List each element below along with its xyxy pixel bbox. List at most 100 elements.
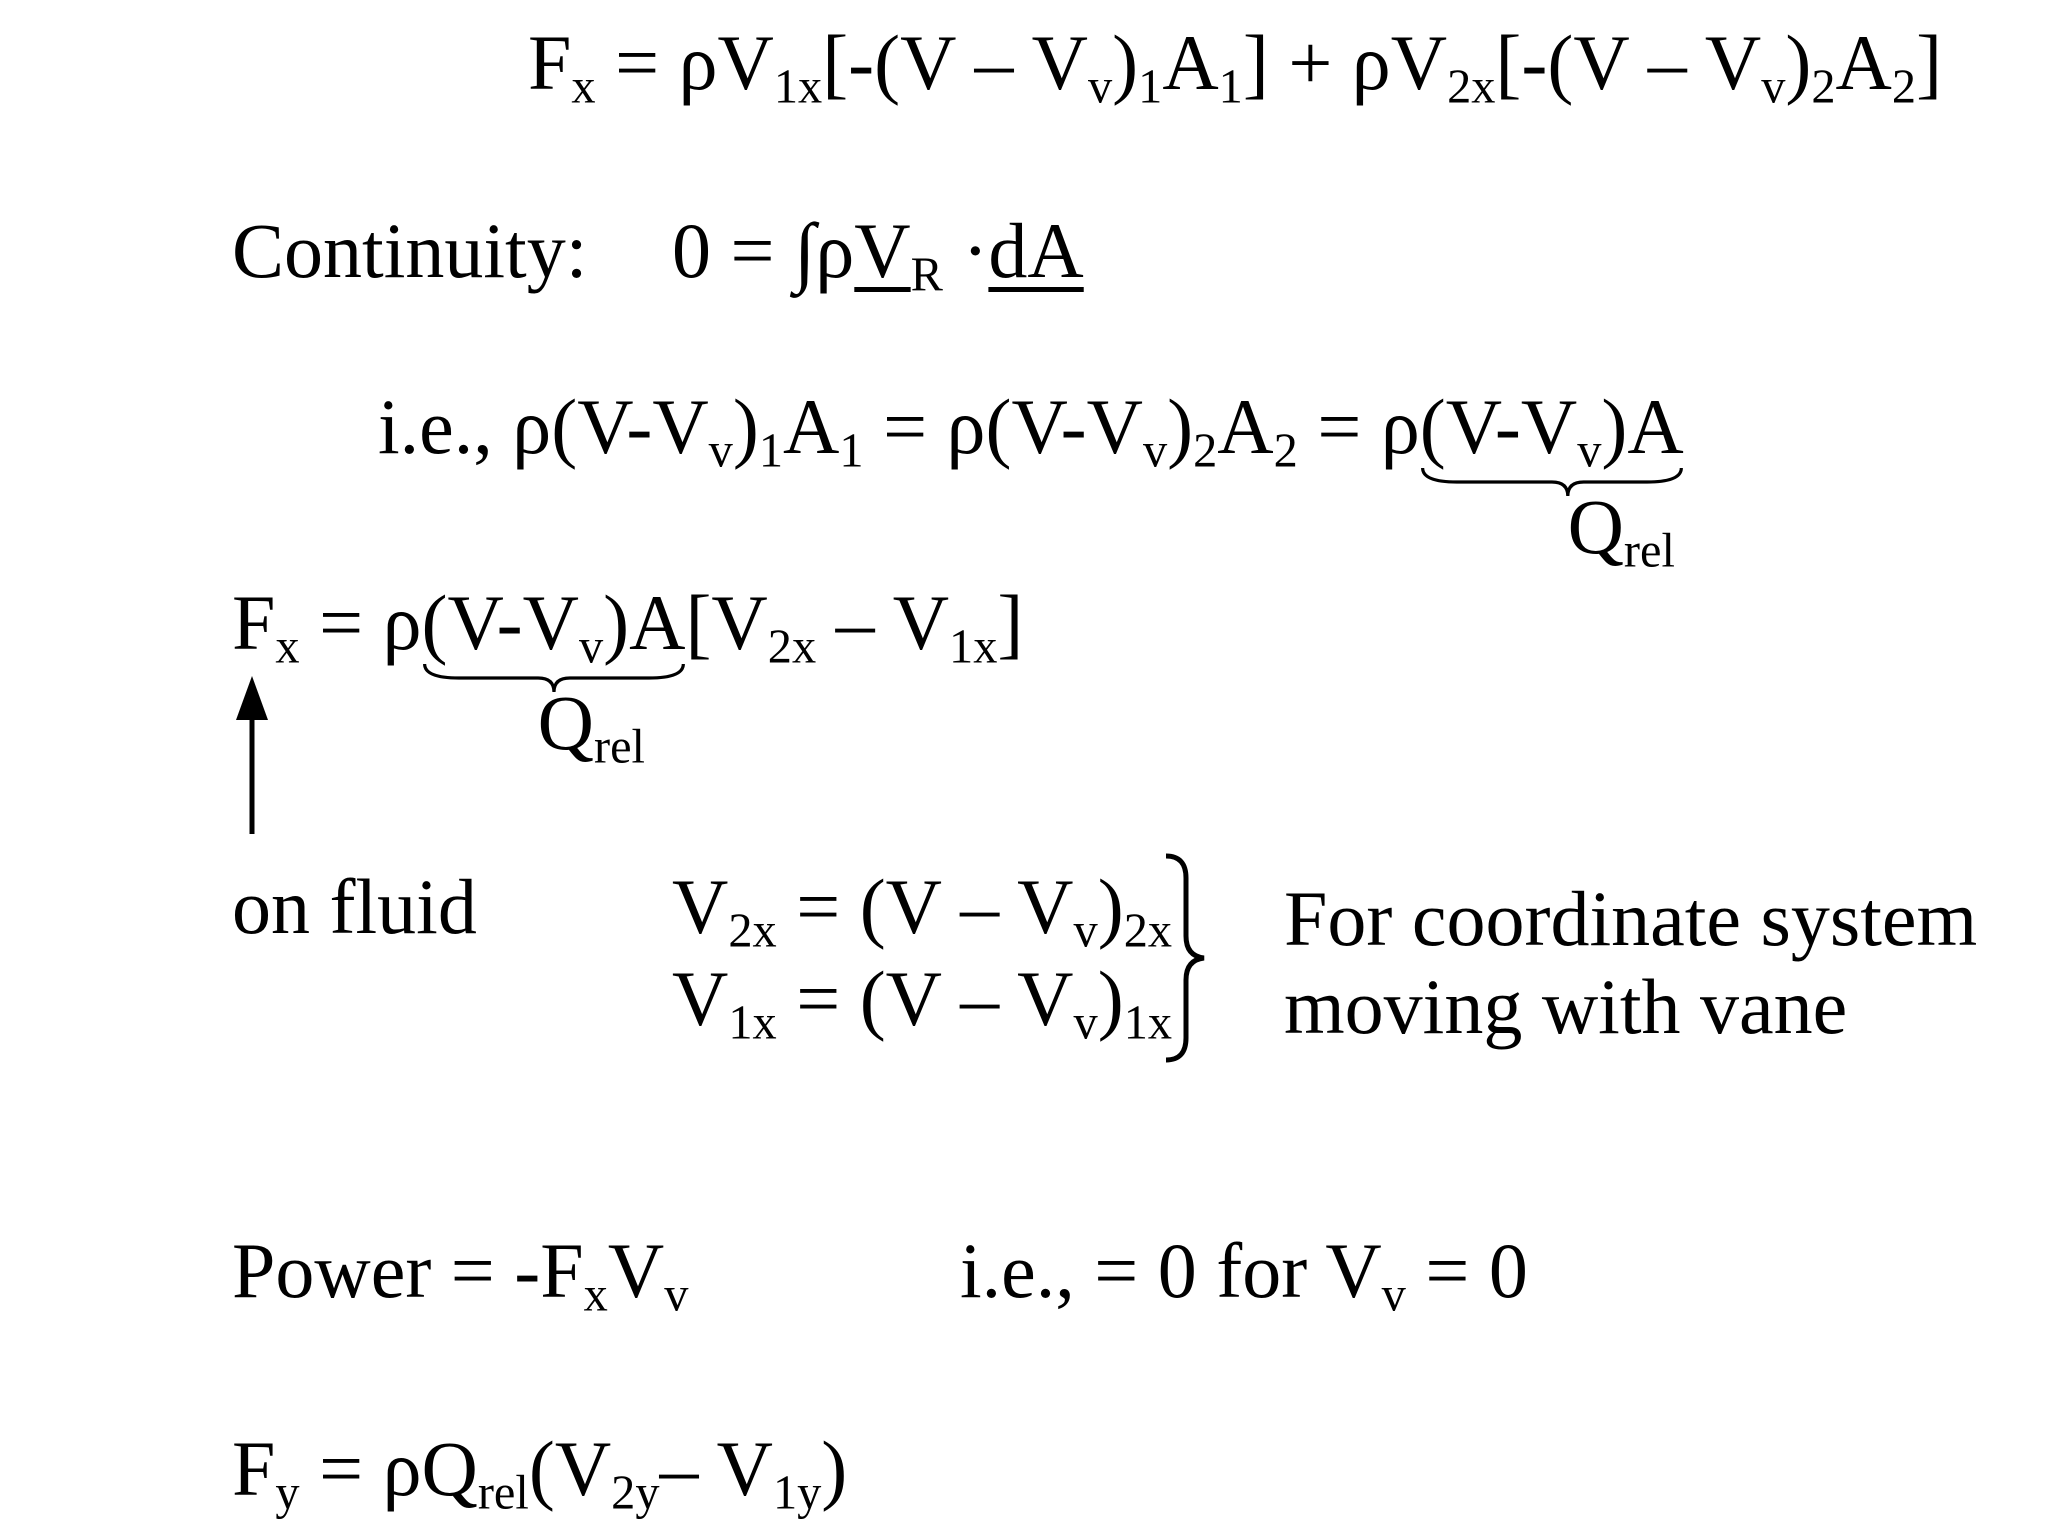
eq-sub: v [1073, 904, 1098, 958]
eq-sub: v [708, 424, 733, 478]
right-brace-icon [1165, 853, 1205, 1063]
vane-note-line-1: For coordinate system [1284, 880, 1977, 958]
underbrace-icon [422, 662, 686, 702]
v2x-equation: V2x = (V – Vv)2x [672, 868, 1172, 956]
continuity-equation: 0 = ∫ρVR ·dA [672, 212, 1084, 300]
eq-sub: y [275, 1466, 300, 1520]
integral-symbol: ∫ρ [794, 207, 855, 294]
eq-text: V [607, 1227, 665, 1314]
eq-sub: v [1087, 60, 1113, 114]
eq-sub: 1 [1138, 60, 1163, 114]
eq-text: = (V – V [776, 955, 1074, 1042]
eq-text: [-(V – V [1495, 19, 1762, 106]
vector-da: dA [988, 207, 1084, 294]
continuity-expansion: i.e., ρ(V-Vv)1A1 = ρ(V-Vv)2A2 = ρ(V-Vv)A… [378, 388, 1684, 575]
eq-sub: 1x [1123, 996, 1173, 1050]
eq-text: A [1835, 19, 1892, 106]
eq-text: ] + ρV [1242, 19, 1448, 106]
eq-text: A [1217, 383, 1274, 470]
eq-sub: 2y [611, 1466, 660, 1520]
fy-equation: Fy = ρQrel(V2y– V1y) [232, 1430, 847, 1518]
eq-text: = ρQ [299, 1425, 478, 1512]
eq-sub: v [1073, 996, 1098, 1050]
eq-sub: 1 [839, 424, 864, 478]
up-arrow-icon [236, 676, 268, 834]
eq-text: – V [816, 579, 950, 666]
eq-text: 0 = [672, 207, 794, 294]
fx-momentum-equation: Fx = ρV1x[-(V – Vv)1A1] + ρV2x[-(V – Vv)… [528, 24, 1942, 112]
eq-text: A [783, 383, 840, 470]
vane-note-line-2: moving with vane [1284, 968, 1847, 1046]
eq-sub: 1 [758, 424, 784, 478]
eq-sub: 1x [949, 620, 998, 674]
on-fluid-label: on fluid [232, 868, 477, 946]
qrel-main: Q [1567, 483, 1624, 570]
underbrace-icon [1420, 466, 1684, 506]
eq-text: [V [685, 579, 768, 666]
eq-text: ] [1916, 19, 1943, 106]
eq-text: i.e., = 0 for V [960, 1227, 1382, 1314]
eq-sub: x [583, 1268, 608, 1322]
eq-sub: v [1761, 60, 1786, 114]
on-fluid-text: on fluid [232, 863, 477, 950]
eq-sub: 2x [767, 620, 817, 674]
eq-sub: 2 [1193, 424, 1218, 478]
eq-text: A [1162, 19, 1219, 106]
eq-sub: rel [477, 1466, 529, 1520]
eq-sub: 1 [1218, 60, 1243, 114]
eq-sub: v [1577, 424, 1602, 478]
qrel-main: Q [537, 679, 594, 766]
eq-text: ] [997, 579, 1024, 666]
eq-text: = (V – V [776, 863, 1074, 950]
vane-note-text: For coordinate system [1284, 875, 1978, 962]
eq-text: ) [732, 383, 759, 470]
eq-sub: x [275, 620, 300, 674]
eq-text: – V [659, 1425, 773, 1512]
power-equation: Power = -FxVv [232, 1232, 688, 1320]
vector-v: V [854, 207, 911, 294]
eq-text: ) [1097, 863, 1124, 950]
eq-sub: 2 [1273, 424, 1298, 478]
eq-sub: R [910, 248, 943, 302]
qrel-sub: rel [1623, 524, 1675, 578]
eq-text: = ρV [595, 19, 774, 106]
eq-text: ) [1167, 383, 1194, 470]
dot-operator: · [942, 207, 989, 294]
eq-sub: x [571, 60, 596, 114]
eq-text: = ρ [299, 579, 422, 666]
eq-text: )A [603, 579, 686, 666]
continuity-label: Continuity: [232, 212, 587, 290]
eq-sub: 1y [772, 1466, 822, 1520]
eq-text: (V-V [421, 579, 579, 666]
eq-text: (V-V [1419, 383, 1578, 470]
eq-sub: 1x [728, 996, 777, 1050]
eq-text: = 0 [1405, 1227, 1528, 1314]
qrel-label: Qrel [1568, 488, 1675, 576]
eq-text: = ρ(V-V [863, 383, 1143, 470]
eq-text: ) [821, 1425, 848, 1512]
eq-text: )A [1601, 383, 1684, 470]
power-note: i.e., = 0 for Vv = 0 [960, 1232, 1528, 1320]
eq-sub: 2 [1891, 60, 1917, 114]
eq-text: Power = -F [232, 1227, 584, 1314]
eq-text: ) [1785, 19, 1812, 106]
eq-sub: 2x [1123, 904, 1173, 958]
eq-sub: v [664, 1268, 689, 1322]
eq-text: F [528, 19, 572, 106]
eq-text: V [672, 863, 729, 950]
eq-sub: 1x [773, 60, 823, 114]
eq-text: V [672, 955, 729, 1042]
eq-text: = ρ [1297, 383, 1420, 470]
vane-note-text: moving with vane [1284, 963, 1848, 1050]
v1x-equation: V1x = (V – Vv)1x [672, 960, 1172, 1048]
eq-text: ) [1097, 955, 1124, 1042]
eq-sub: v [1142, 424, 1168, 478]
eq-text: F [232, 579, 276, 666]
eq-sub: 2x [728, 904, 777, 958]
eq-text: [-(V – V [822, 19, 1088, 106]
eq-sub: 2 [1811, 60, 1836, 114]
